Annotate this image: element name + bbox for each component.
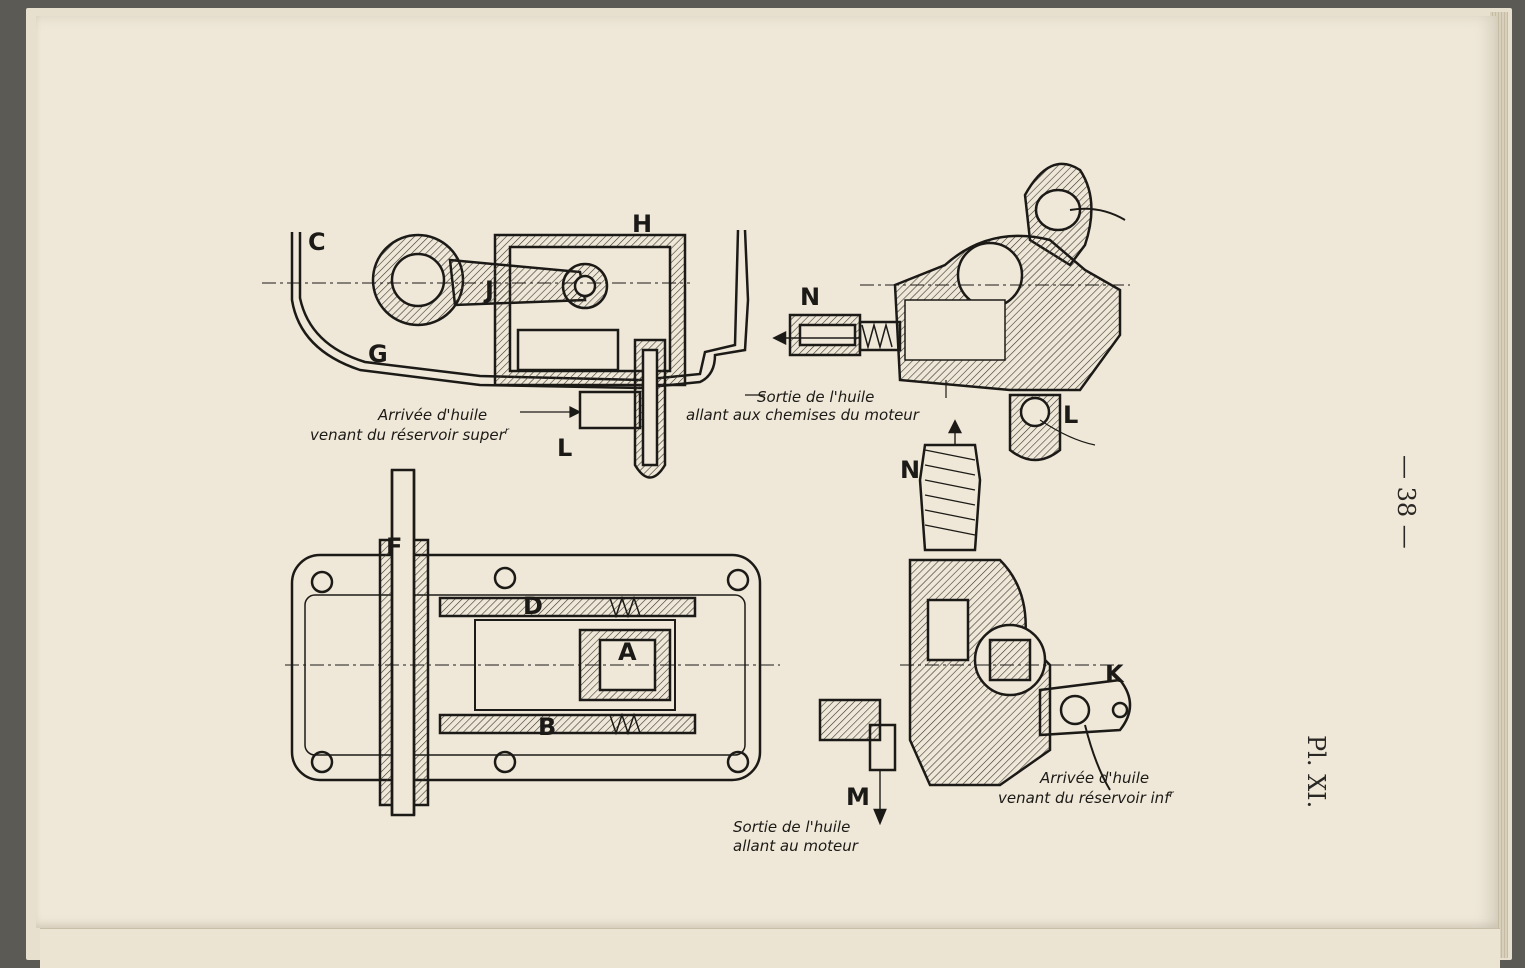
document-page [36,16,1498,928]
plate-label: Pl. XI. [1302,735,1330,809]
bottom-right-section-view [818,419,1132,826]
caption-arrivee-inf-line2: venant du réservoir infr [998,789,1174,807]
part-labels: C H J G L N L N F D A B K M [308,210,1125,811]
leader-lines [520,380,1096,446]
caption-arrivee-sup-line2: venant du réservoir superr [310,426,510,444]
label-A: A [618,638,637,666]
label-L: L [1063,401,1078,429]
label-G: G [368,340,388,368]
caption-sortie-moteur-line2: allant au moteur [733,837,859,855]
label-K: K [1105,660,1125,688]
label-N: N [900,456,920,484]
label-B: B [538,713,556,741]
page-number: — 38 — [1392,455,1420,549]
label-M: M [846,783,870,811]
caption-arrivee-inf-line1: Arrivée d'huile [1039,769,1149,787]
caption-arrivee-sup-line1: Arrivée d'huile [377,406,487,424]
top-right-section-view [772,162,1130,462]
label-N: N [800,283,820,311]
label-C: C [308,228,326,256]
caption-sortie-chemises-line2: allant aux chemises du moteur [686,406,920,424]
label-F: F [386,533,402,561]
label-H: H [632,210,652,238]
caption-sortie-chemises-line1: Sortie de l'huile [757,388,874,406]
label-L: L [557,434,572,462]
caption-sortie-moteur-line1: Sortie de l'huile [733,818,850,836]
captions: Sortie de l'huile allant aux chemises du… [310,388,1174,855]
bottom-left-plan-view [285,468,780,817]
next-page-edge [40,928,1500,968]
top-left-section-view [262,229,750,479]
label-D: D [523,592,543,620]
label-J: J [483,276,494,304]
